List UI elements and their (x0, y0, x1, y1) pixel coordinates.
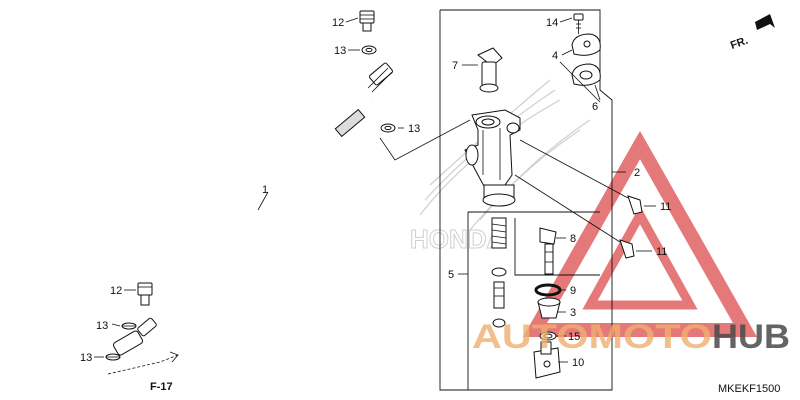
gasket (571, 63, 601, 86)
upper-hose-fitting (367, 62, 393, 93)
upper-oil-bolt (359, 10, 375, 32)
lower-oil-bolt (137, 282, 153, 306)
callout-12-upper: 12 (332, 17, 344, 29)
callout-leaders (94, 17, 656, 363)
upper-sealing-washer-hole (365, 47, 373, 53)
master-cylinder-frame (439, 9, 613, 391)
callout-2: 2 (634, 167, 640, 179)
triangle-watermark (522, 130, 758, 337)
piston-spring (491, 217, 507, 249)
callout-11-lower: 11 (656, 246, 667, 258)
callout-13-lower-a: 13 (96, 320, 108, 332)
push-rod-joint (533, 341, 561, 379)
callout-12-lower: 12 (110, 285, 122, 297)
brake-hose (112, 50, 410, 356)
cover-plate (571, 33, 601, 56)
callout-15: 15 (568, 331, 580, 343)
push-rod (539, 227, 557, 275)
direction-label: FR. (729, 35, 750, 52)
cap-upper (627, 195, 643, 215)
cover-screw (573, 13, 584, 34)
callout-13-mid: 13 (408, 123, 420, 135)
reservoir-joint (477, 47, 503, 93)
lower-hose-fitting (112, 317, 157, 356)
callout-1: 1 (262, 184, 268, 196)
callout-9: 9 (570, 285, 576, 297)
callout-13-lower-b: 13 (80, 352, 92, 364)
diagram-code: MKEKF1500 (718, 383, 780, 395)
callout-6: 6 (592, 101, 598, 113)
piston (491, 267, 507, 328)
callout-8: 8 (570, 233, 576, 245)
shop-watermark-right: HUB (712, 318, 790, 356)
callout-3: 3 (570, 307, 576, 319)
master-cylinder-body (464, 109, 521, 207)
callout-14: 14 (546, 17, 558, 29)
callout-13-upper: 13 (334, 45, 346, 57)
shop-watermark-left: AUTOMOTO (472, 318, 712, 356)
callout-7: 7 (452, 60, 458, 72)
callout-4: 4 (552, 50, 558, 62)
callout-11-upper: 11 (660, 201, 671, 213)
callout-5: 5 (448, 269, 454, 281)
section-reference: F-17 (150, 381, 173, 393)
callout-10: 10 (572, 357, 584, 369)
cap-lower (619, 239, 635, 259)
front-direction-arrow-icon (755, 14, 775, 30)
boot (537, 297, 561, 319)
mid-sealing-washer-hole (384, 125, 392, 131)
honda-watermark-text: HONDA (410, 224, 506, 254)
